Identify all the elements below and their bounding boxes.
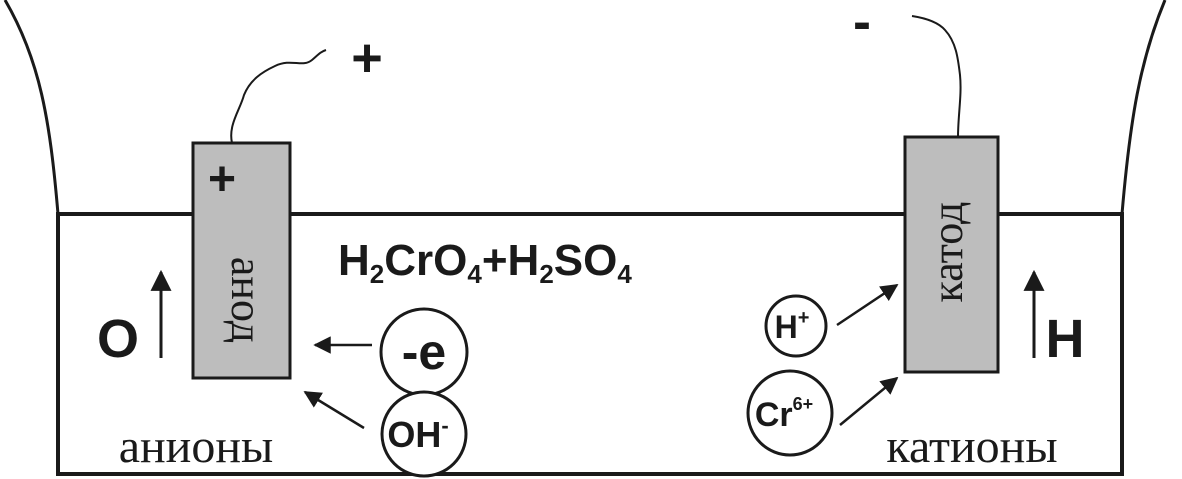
electron-label: -e bbox=[402, 324, 446, 380]
cathode-wire bbox=[911, 15, 962, 138]
anode-sign: + bbox=[208, 153, 236, 206]
wire-negative-sign: - bbox=[853, 0, 871, 52]
hydroxide-arrow bbox=[303, 390, 365, 430]
cathode-label: катод bbox=[923, 202, 972, 303]
cathode-electrode bbox=[903, 135, 1000, 374]
anode-wire bbox=[230, 49, 327, 144]
hydrogen-product: H bbox=[1046, 309, 1085, 369]
electrolyte-formula: H2CrO4+H2SO4 bbox=[338, 236, 632, 289]
anions-label: анионы bbox=[119, 420, 274, 473]
chromium-ion-arrow bbox=[839, 376, 899, 426]
electrolyte-bath bbox=[56, 212, 1124, 476]
chromium-ion-circle bbox=[746, 369, 834, 457]
anode-label: анод bbox=[222, 257, 271, 343]
hydrogen-ion-arrow bbox=[836, 283, 899, 327]
oxygen-product: O bbox=[97, 309, 139, 369]
wire-positive-sign: + bbox=[351, 28, 383, 88]
hydrogen-ion-label: H+ bbox=[775, 307, 810, 345]
vessel-right-wall bbox=[1120, 0, 1167, 215]
hydroxide-circle bbox=[380, 390, 468, 478]
cations-label: катионы bbox=[886, 420, 1057, 473]
anode-electrode bbox=[191, 141, 292, 380]
chromium-ion-label: Cr6+ bbox=[755, 394, 813, 434]
hydrogen-ion-circle bbox=[764, 294, 828, 358]
vessel-left-wall bbox=[3, 0, 60, 215]
hydroxide-label: OH- bbox=[387, 413, 448, 455]
